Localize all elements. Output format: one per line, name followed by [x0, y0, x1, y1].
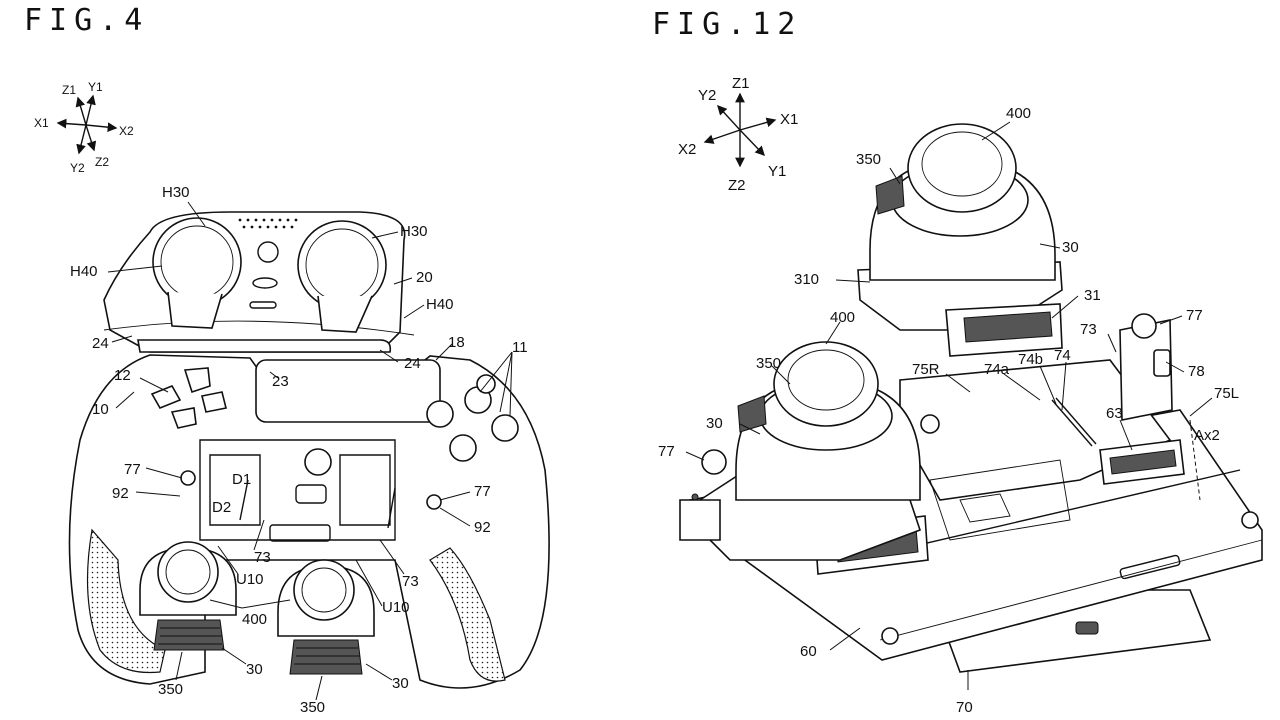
fig12-axis-x1: X1 [780, 111, 798, 128]
fig12-label-310: 310 [794, 271, 819, 288]
fig4-label-24-right: 24 [404, 355, 421, 372]
fig12-label-75l: 75L [1214, 385, 1239, 402]
figure-12: FIG.12 Z1 Y2 X1 X2 Y1 Z2 [652, 7, 1262, 716]
fig4-label-u10-left: U10 [236, 571, 264, 588]
fig4-label-350-left: 350 [158, 681, 183, 698]
fig4-label-h30-left: H30 [162, 184, 190, 201]
fig4-label-h30-right: H30 [400, 223, 428, 240]
fig12-label-63: 63 [1106, 405, 1123, 422]
fig12-label-31: 31 [1084, 287, 1101, 304]
fig4-label-350-right: 350 [300, 699, 325, 716]
fig12-label-70: 70 [956, 699, 973, 716]
joystick-unit-right [278, 560, 374, 674]
fig4-label-10: 10 [92, 401, 109, 418]
fig4-label-23: 23 [272, 373, 289, 390]
fig12-title: FIG.12 [652, 7, 802, 42]
fig12-label-77-left: 77 [658, 443, 675, 460]
fig12-label-74a: 74a [984, 361, 1010, 378]
fig12-label-60: 60 [800, 643, 817, 660]
fig4-label-77-right: 77 [474, 483, 491, 500]
fig12-axis-z1: Z1 [732, 75, 750, 92]
fig4-label-12: 12 [114, 367, 131, 384]
fig4-label-d2: D2 [212, 499, 231, 516]
joystick-unit-top [858, 124, 1062, 356]
fig4-axis-z2: Z2 [95, 155, 109, 169]
fig4-label-73-left: 73 [254, 549, 271, 566]
fig4-label-24-left: 24 [92, 335, 109, 352]
top-cover-20 [104, 212, 414, 352]
fig12-label-74b: 74b [1018, 351, 1043, 368]
fig12-axis-y1: Y1 [768, 163, 786, 180]
figure-4: FIG.4 Z1 Y1 X1 X2 Y2 Z2 [24, 3, 549, 716]
fig4-label-u10-right: U10 [382, 599, 410, 616]
fig12-axis-z2: Z2 [728, 177, 746, 194]
fig4-axis-y1: Y1 [88, 80, 103, 94]
fig4-label-30-right: 30 [392, 675, 409, 692]
joystick-unit-left [680, 342, 920, 560]
fig12-label-74: 74 [1054, 347, 1071, 364]
fig4-axis-z1: Z1 [62, 83, 76, 97]
fig4-label-20: 20 [416, 269, 433, 286]
fig4-label-73-right: 73 [402, 573, 419, 590]
fig12-label-75r: 75R [912, 361, 940, 378]
fig4-axis-triad: Z1 Y1 X1 X2 Y2 Z2 [34, 80, 134, 175]
fig12-label-73: 73 [1080, 321, 1097, 338]
fig4-label-400: 400 [242, 611, 267, 628]
fig4-label-92-right: 92 [474, 519, 491, 536]
fig12-axis-triad: Z1 Y2 X1 X2 Y1 Z2 [678, 75, 798, 194]
fig12-label-ax2: Ax2 [1194, 427, 1220, 444]
fig12-label-30-left: 30 [706, 415, 723, 432]
fig4-label-77-left: 77 [124, 461, 141, 478]
fig12-label-77-right: 77 [1186, 307, 1203, 324]
fig12-label-350-top: 350 [856, 151, 881, 168]
fig4-label-11: 11 [512, 339, 528, 356]
fig4-axis-x2: X2 [119, 124, 134, 138]
fig4-label-d1: D1 [232, 471, 251, 488]
fig12-label-78: 78 [1188, 363, 1205, 380]
fig12-label-350-left: 350 [756, 355, 781, 372]
fig4-label-h40-left: H40 [70, 263, 98, 280]
fig4-label-30-left: 30 [246, 661, 263, 678]
fig4-label-h40-right: H40 [426, 296, 454, 313]
fig12-axis-y2: Y2 [698, 87, 716, 104]
fig12-label-400-left: 400 [830, 309, 855, 326]
fig12-label-400-top: 400 [1006, 105, 1031, 122]
fig4-axis-x1: X1 [34, 116, 49, 130]
fig4-label-92-left: 92 [112, 485, 129, 502]
fig4-title: FIG.4 [24, 3, 149, 38]
fig4-label-18: 18 [448, 334, 465, 351]
fig4-axis-y2: Y2 [70, 161, 85, 175]
fig12-label-30-top: 30 [1062, 239, 1079, 256]
fig12-axis-x2: X2 [678, 141, 696, 158]
